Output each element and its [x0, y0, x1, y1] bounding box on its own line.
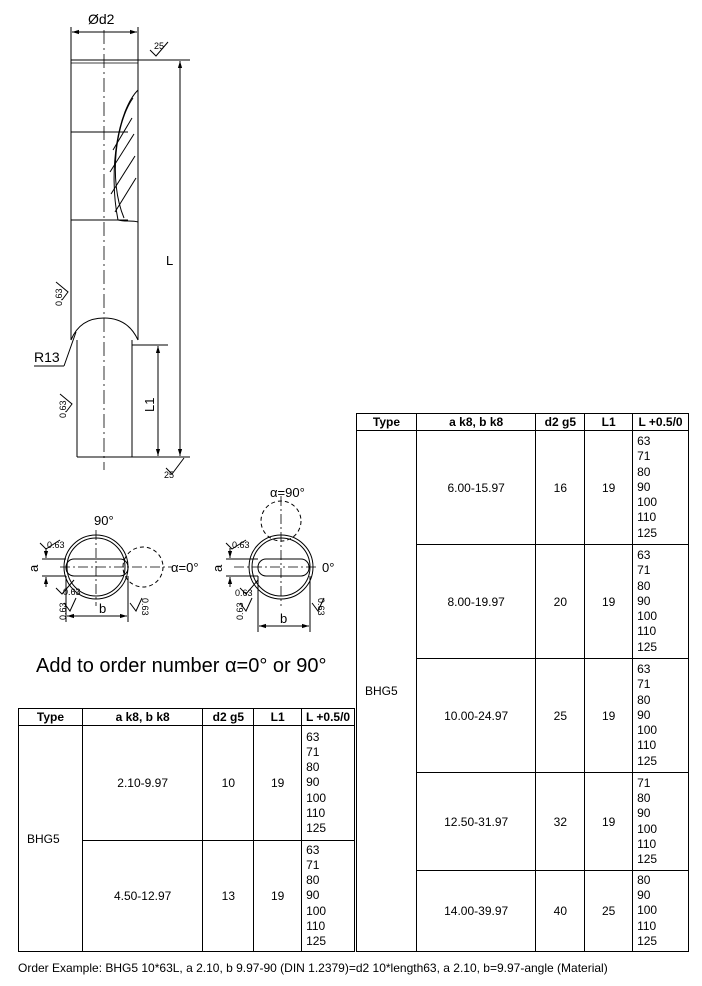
d2-cell: 20 — [535, 544, 586, 659]
l1-cell: 19 — [584, 658, 634, 773]
view1-finish-3: 0.63 — [58, 602, 68, 620]
view1-top-angle: 90° — [94, 513, 114, 528]
view2-side-angle: 0° — [322, 560, 334, 575]
view1-finish-1: 0.63 — [47, 540, 65, 550]
section-view-alpha-0 — [39, 530, 172, 622]
length-list-cell: 63 71 80 90 100 110 125 — [301, 725, 355, 841]
header-type: Type — [18, 708, 83, 726]
header-d2: d2 g5 — [535, 413, 586, 431]
d2-cell: 40 — [535, 870, 586, 952]
table-row: 12.50-31.97 32 19 71 80 90 100 110 125 — [357, 772, 689, 871]
table-row: 10.00-24.97 25 19 63 71 80 90 100 110 12… — [357, 658, 689, 773]
table-row: 14.00-39.97 40 25 80 90 100 110 125 — [357, 870, 689, 952]
header-type: Type — [356, 413, 417, 431]
punch-side-view — [70, 30, 139, 470]
length-list-cell: 71 80 90 100 110 125 — [632, 772, 689, 871]
ab-cell: 12.50-31.97 — [415, 772, 537, 871]
view2-finish-4: 0.63 — [316, 598, 326, 616]
view1-finish-4: 0.63 — [140, 598, 150, 616]
type-cell: BHG5 — [18, 725, 83, 952]
d2-cell: 13 — [202, 840, 255, 952]
diameter-label: Ød2 — [88, 11, 115, 27]
ab-cell: 2.10-9.97 — [81, 725, 204, 841]
table-row: BHG5 2.10-9.97 10 19 63 71 80 90 100 110… — [18, 725, 355, 952]
spec-table-small: Type a k8, b k8 d2 g5 L1 L +0.5/0 BHG5 2… — [18, 708, 355, 952]
spec-table-large: Type a k8, b k8 d2 g5 L1 L +0.5/0 BHG5 6… — [356, 413, 689, 952]
header-d2: d2 g5 — [202, 708, 255, 726]
l1-cell: 19 — [584, 544, 634, 659]
length-list-cell: 63 71 80 90 100 110 125 — [632, 430, 689, 545]
length-list-cell: 63 71 80 90 100 110 125 — [632, 658, 689, 773]
section-view-alpha-90 — [225, 496, 325, 632]
view1-dim-a: a — [26, 564, 41, 572]
length-list-cell: 63 71 80 90 100 110 125 — [632, 544, 689, 659]
header-l: L +0.5/0 — [632, 413, 689, 431]
table-row: BHG5 6.00-15.97 16 19 63 71 80 90 100 11… — [356, 430, 689, 952]
finish-label-shank: 0.63 — [58, 400, 68, 418]
header-l1: L1 — [253, 708, 303, 726]
length-label: L — [166, 253, 173, 268]
order-example: Order Example: BHG5 10*63L, a 2.10, b 9.… — [18, 961, 608, 975]
ab-cell: 14.00-39.97 — [415, 870, 537, 952]
view1-finish-2: 0.63 — [63, 587, 81, 597]
l1-cell: 19 — [584, 430, 634, 545]
type-cell: BHG5 — [356, 430, 417, 952]
l1-cell: 19 — [253, 840, 303, 952]
ab-cell: 8.00-19.97 — [415, 544, 537, 659]
view1-dim-b: b — [99, 601, 106, 616]
view2-finish-2: 0.63 — [235, 588, 253, 598]
view2-top-angle: α=90° — [270, 485, 305, 500]
header-ab: a k8, b k8 — [81, 708, 204, 726]
header-l: L +0.5/0 — [301, 708, 355, 726]
length1-label: L1 — [142, 398, 157, 412]
view1-side-angle: α=0° — [171, 560, 199, 575]
length-list-cell: 80 90 100 110 125 — [632, 870, 689, 952]
view2-dim-a: a — [210, 564, 225, 572]
d2-cell: 25 — [535, 658, 586, 773]
header-ab: a k8, b k8 — [415, 413, 537, 431]
finish-label-body: 0.63 — [54, 288, 64, 306]
header-l1: L1 — [584, 413, 634, 431]
ab-cell: 6.00-15.97 — [415, 430, 537, 545]
view2-dim-b: b — [280, 611, 287, 626]
view2-finish-1: 0.63 — [232, 540, 250, 550]
d2-cell: 32 — [535, 772, 586, 871]
ab-cell: 4.50-12.97 — [81, 840, 204, 952]
d2-cell: 16 — [535, 430, 586, 545]
table-row: 4.50-12.97 13 19 63 71 80 90 100 110 125 — [19, 840, 355, 952]
view2-finish-3: 0.63 — [235, 602, 245, 620]
table-row: 8.00-19.97 20 19 63 71 80 90 100 110 125 — [357, 544, 689, 659]
l1-cell: 25 — [584, 870, 634, 952]
length-list-cell: 63 71 80 90 100 110 125 — [301, 840, 355, 952]
order-note: Add to order number α=0° or 90° — [36, 655, 327, 677]
radius-label: R13 — [34, 349, 60, 365]
finish-label-top: 25 — [154, 41, 164, 51]
finish-label-bottom: 25 — [164, 470, 174, 480]
l1-cell: 19 — [253, 725, 303, 841]
l1-cell: 19 — [584, 772, 634, 871]
ab-cell: 10.00-24.97 — [415, 658, 537, 773]
d2-cell: 10 — [202, 725, 255, 841]
